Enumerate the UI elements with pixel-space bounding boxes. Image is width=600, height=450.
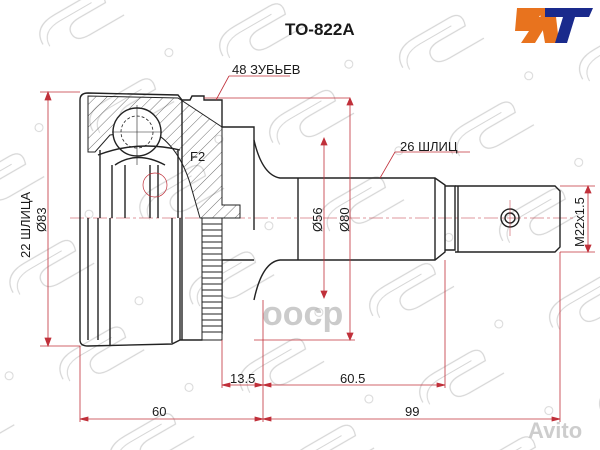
brand-logo-icon bbox=[515, 8, 593, 43]
thread-size-label: M22x1.5 bbox=[572, 197, 587, 247]
bearing-mark-label: F2 bbox=[190, 149, 206, 164]
stub-shaft bbox=[253, 139, 561, 301]
avito-watermark: Avito bbox=[528, 418, 583, 443]
inner-splines-label: 22 ШЛИЦА bbox=[18, 191, 33, 258]
dim-99: 99 bbox=[405, 404, 420, 419]
dimension-lines bbox=[40, 75, 595, 422]
dim-60-5: 60.5 bbox=[340, 371, 366, 386]
seal-diameter-label: Ø56 bbox=[310, 207, 325, 232]
flange-diameter-label: Ø80 bbox=[337, 207, 352, 232]
abs-ring bbox=[201, 217, 223, 341]
dim-13-5: 13.5 bbox=[230, 371, 256, 386]
shop-watermark: oocp bbox=[262, 295, 344, 333]
teeth-count-label: 48 ЗУБЬЕВ bbox=[232, 62, 301, 77]
outer-splines-label: 26 ШЛИЦ bbox=[400, 139, 458, 154]
part-number-title: TO-822A bbox=[285, 20, 355, 39]
dim-60: 60 bbox=[152, 404, 167, 419]
outer-diameter-label: Ø83 bbox=[34, 207, 49, 232]
